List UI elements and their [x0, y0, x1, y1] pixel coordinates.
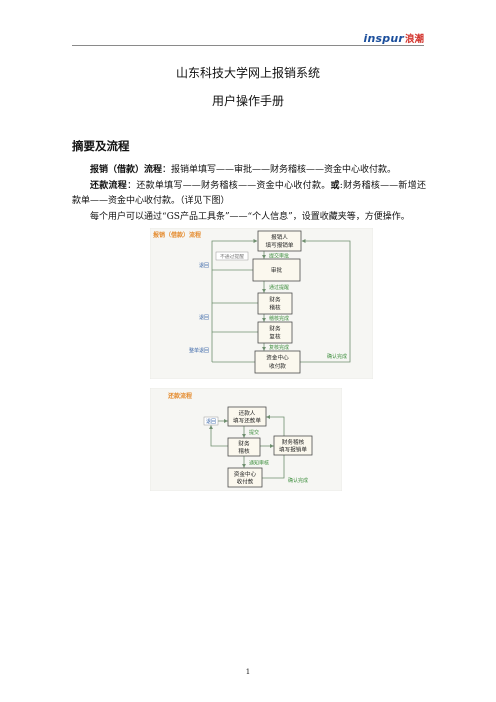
reimbursement-summary: 报销（借款）流程：报销单填写——审批——财务稽核——资金中心收付款。	[72, 163, 426, 179]
step-label: 填写报销单	[266, 241, 294, 249]
repayment-term: 还款流程	[90, 180, 128, 191]
step-label: 财务	[269, 325, 281, 333]
return-label: 退回	[199, 314, 209, 321]
confirm-connector	[266, 415, 285, 436]
confirm-label: 确认完成	[327, 353, 347, 360]
transition-label: 通知审核	[249, 460, 269, 467]
document-title: 山东科技大学网上报销系统	[175, 66, 320, 80]
step-box-approval	[252, 258, 301, 282]
repayment-flow-diagram: 还款流程 还款人 填写还款单 财务 稽核 财务稽核 填写报销单 资金中心 收付款…	[150, 388, 342, 491]
repayment-steps: ：还款单填写——财务稽核——资金中心收付款。	[127, 180, 331, 191]
page-number: 1	[245, 668, 251, 676]
reject-notice: 不通过提醒	[220, 253, 244, 260]
step-box-review	[257, 321, 293, 344]
step-label: 财务	[238, 440, 250, 448]
step-label: 资金中心	[234, 470, 257, 478]
step-box-audit-fill-form	[273, 435, 313, 456]
step-label: 收付款	[237, 478, 254, 486]
step-label: 财务稽核	[282, 438, 305, 446]
step-box-payment	[254, 350, 301, 374]
transition-label: 通过提醒	[269, 284, 289, 291]
repayment-alternative-steps: :财务稽核——新增还款单——资金中心收付款。（详见下图）	[72, 180, 426, 207]
reject-notice-box	[215, 251, 249, 261]
return-label: 退回	[199, 262, 209, 269]
transition-label: 稽核完成	[269, 315, 289, 322]
step-label: 财务	[269, 296, 281, 304]
step-label: 稽核	[238, 447, 250, 455]
reimbursement-steps: ：报销单填写——审批——财务稽核——资金中心收付款。	[162, 165, 397, 175]
transition-label: 复核完成	[269, 344, 289, 351]
logo-wordmark: inspur	[363, 32, 404, 45]
step-box-fill-repayment	[227, 406, 267, 427]
step-label: 填写报销单	[279, 446, 307, 454]
return-label-box	[203, 416, 219, 426]
alternative-term: 或	[330, 180, 340, 191]
repayment-flow-title: 还款流程	[167, 392, 192, 400]
return-connector	[209, 425, 228, 447]
return-label: 整单退回	[189, 347, 209, 354]
step-label: 填写还款单	[233, 417, 261, 425]
step-label: 审批	[271, 266, 283, 274]
reimbursement-term: 报销（借款）流程	[90, 165, 163, 175]
header-rule	[72, 45, 424, 46]
document-subtitle: 用户操作手册	[211, 94, 284, 108]
return-connector	[211, 239, 258, 362]
step-box-audit	[227, 437, 261, 457]
step-label: 稽核	[269, 304, 281, 312]
step-box-payment	[227, 467, 263, 488]
toolbar-tip-text: 每个用户可以通过“GS产品工具条”——“个人信息”，设置收藏夹等，方便操作。	[90, 211, 410, 222]
transition-label: 提交审批	[269, 253, 289, 260]
step-label: 资金中心	[266, 354, 289, 362]
repayment-summary: 还款流程：还款单填写——财务稽核——资金中心收付款。或:财务稽核——新增还款单—…	[72, 179, 426, 210]
return-label: 退回	[206, 418, 216, 425]
logo-cjk-wordmark: 浪潮	[404, 34, 424, 45]
step-label: 还款人	[239, 409, 256, 417]
step-label: 收付款	[269, 362, 286, 370]
transition-label: 提交	[249, 429, 259, 436]
confirm-connector	[262, 455, 285, 479]
step-label: 复核	[269, 333, 281, 341]
step-box-audit	[257, 292, 293, 315]
step-box-fill-form	[257, 230, 302, 252]
reimbursement-flow-title: 报销（借款）流程	[153, 231, 201, 239]
section-heading: 摘要及流程	[72, 139, 130, 153]
section-body: 报销（借款）流程：报销单填写——审批——财务稽核——资金中心收付款。 还款流程：…	[72, 163, 426, 225]
toolbar-tip: 每个用户可以通过“GS产品工具条”——“个人信息”，设置收藏夹等，方便操作。	[72, 210, 426, 226]
confirm-label: 确认完成	[288, 477, 308, 484]
step-label: 报销人	[271, 233, 288, 241]
confirm-connector	[300, 239, 351, 363]
inspur-logo: inspur浪潮	[364, 30, 425, 46]
reimbursement-flow-diagram: 报销（借款）流程 报销人 填写报销单 审批 财务 稽核 财务 复核 资金中心 收…	[150, 228, 373, 379]
